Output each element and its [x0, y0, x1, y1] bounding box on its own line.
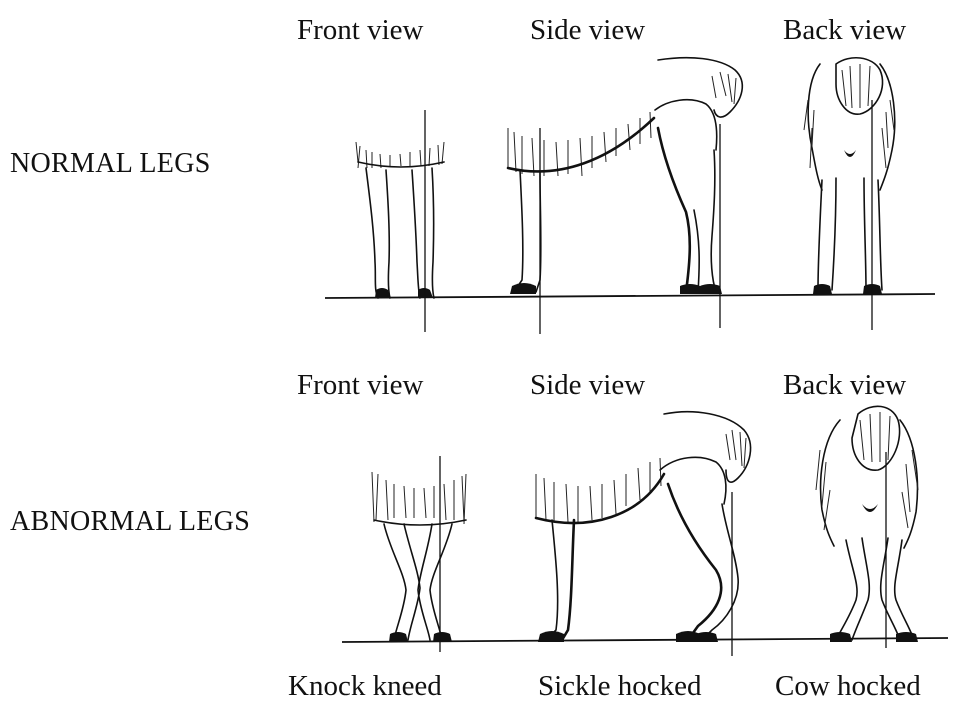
abnormal-ground-line — [342, 638, 948, 642]
normal-back-view-illustration — [804, 58, 895, 330]
abnormal-back-view-illustration — [816, 406, 918, 648]
abnormal-side-view-illustration — [536, 412, 751, 656]
abnormal-front-view-illustration — [372, 456, 466, 652]
normal-ground-line — [325, 294, 935, 298]
normal-front-view-illustration — [356, 110, 444, 332]
normal-side-view-illustration — [508, 58, 742, 334]
